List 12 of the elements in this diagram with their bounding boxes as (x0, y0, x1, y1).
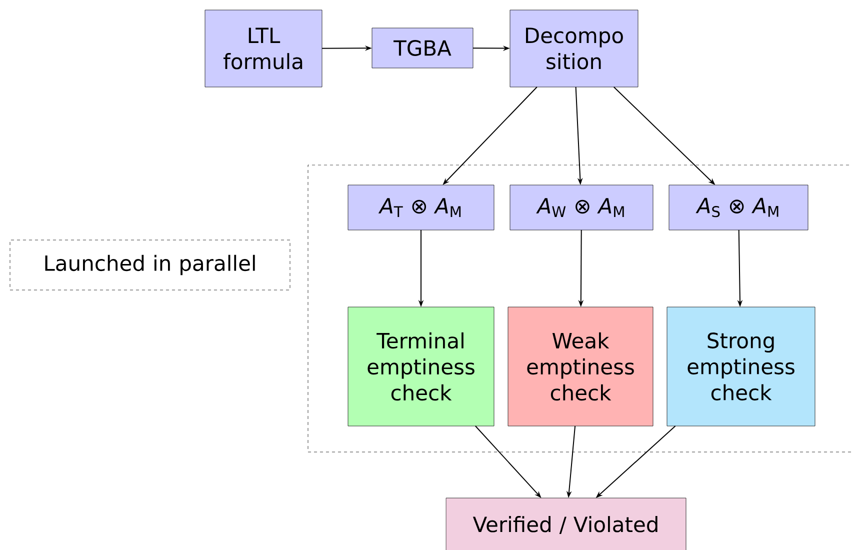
process-box: LTL formula (204, 10, 322, 88)
note-box: Launched in parallel (10, 240, 290, 290)
automaton-box: A$_{S}$ ⊗ A$_{M}$ (668, 184, 808, 230)
check-box: Weak emptiness check (508, 306, 654, 426)
automaton-box: A$_{W}$ ⊗ A$_{M}$ (510, 184, 654, 230)
process-box: TGBA (372, 28, 474, 68)
check-box: Strong emptiness check (666, 306, 816, 426)
result-box: Verified / Violated (446, 498, 686, 550)
check-box: Terminal emptiness check (348, 306, 494, 426)
process-box: Decompo sition (510, 10, 638, 88)
automaton-box: A$_{T}$ ⊗ A$_{M}$ (348, 184, 494, 230)
dashed-region (308, 164, 852, 452)
